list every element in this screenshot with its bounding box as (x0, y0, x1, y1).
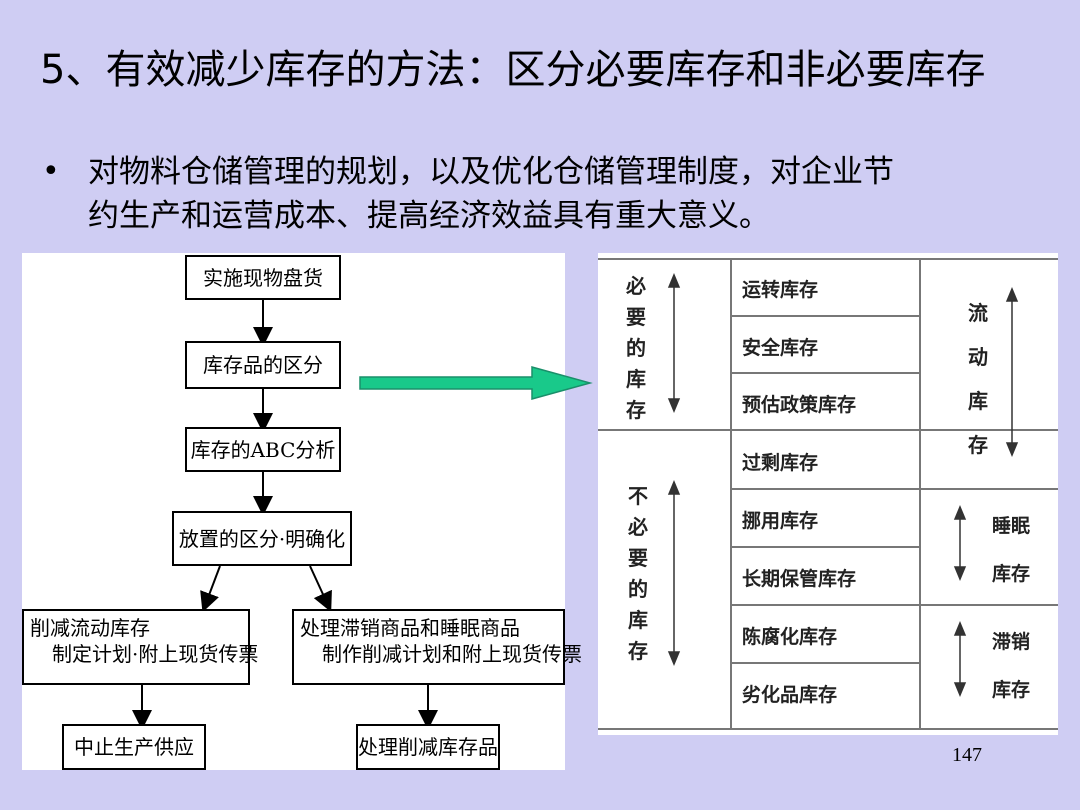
page-number: 147 (952, 744, 982, 766)
flow-end-process-reduction: 处理削减库存品 (356, 724, 500, 770)
bullet-paragraph: 对物料仓储管理的规划，以及优化仓储管理制度，对企业节 约生产和运营成本、提高经济… (88, 150, 1048, 238)
flow-end-stop-supply: 中止生产供应 (62, 724, 206, 770)
flowchart-connectors (132, 300, 438, 730)
necessary-char: 的 (626, 336, 646, 360)
slow-moving-label-2: 库存 (992, 679, 1031, 701)
flowchart-panel: 实施现物盘货 库存品的区分 库存的ABC分析 放置的区分·明确化 削减流动库存 … (22, 253, 582, 770)
branch-right-line-1: 处理滞销商品和睡眠商品 (300, 616, 520, 640)
unnecessary-char: 不 (628, 484, 648, 508)
row-degraded-inventory: 劣化品库存 (742, 684, 838, 706)
row-excess-inventory: 过剩库存 (742, 452, 819, 474)
flow-branch-handle-slow: 处理滞销商品和睡眠商品 制作削减计划和附上现货传票 (292, 609, 582, 685)
bullet-line-1: 对物料仓储管理的规划，以及优化仓储管理制度，对企业节 (88, 154, 894, 190)
row-forecast-policy-inventory: 预估政策库存 (742, 394, 857, 416)
unnecessary-char: 存 (628, 639, 648, 663)
flow-step-placement: 放置的区分·明确化 (172, 511, 352, 566)
necessary-char: 要 (626, 305, 646, 329)
inventory-classification-table: 必 要 的 库 存 不 必 要 的 库 存 运转库存 安全库存 预估政策库存 过… (598, 253, 1058, 735)
dormant-label-1: 睡眠 (992, 515, 1031, 537)
row-long-term-storage: 长期保管库存 (742, 568, 857, 590)
necessary-inventory-label: 必 要 的 库 存 (626, 271, 646, 426)
connector-4-right (309, 565, 332, 613)
row-safety-inventory: 安全库存 (742, 337, 819, 359)
flow-char: 动 (968, 345, 988, 369)
green-arrow-icon (359, 366, 593, 400)
necessary-char: 必 (626, 274, 646, 298)
bullet-dot: • (42, 154, 60, 189)
dormant-label-2: 库存 (992, 563, 1031, 585)
unnecessary-char: 要 (628, 546, 648, 570)
unnecessary-inventory-label: 不 必 要 的 库 存 (628, 481, 648, 667)
flow-char: 流 (968, 301, 988, 325)
flow-inventory-label: 流 动 库 存 (968, 291, 988, 467)
unnecessary-char: 库 (628, 608, 648, 632)
slow-moving-label-1: 滞销 (992, 631, 1031, 653)
row-operating-inventory: 运转库存 (742, 279, 819, 301)
table-lines (598, 258, 1058, 730)
row-obsolete-inventory: 陈腐化库存 (742, 626, 838, 648)
flow-step-classify: 库存品的区分 (185, 341, 341, 389)
unnecessary-char: 必 (628, 515, 648, 539)
bullet-line-2: 约生产和运营成本、提高经济效益具有重大意义。 (88, 198, 770, 234)
row-misappropriated-inventory: 挪用库存 (742, 510, 819, 532)
flow-char: 存 (968, 433, 988, 457)
connector-4-left (200, 565, 221, 613)
flow-step-inventory-count: 实施现物盘货 (185, 255, 341, 300)
necessary-char: 库 (626, 367, 646, 391)
branch-left-line-1: 削减流动库存 (30, 616, 150, 640)
slide-title: 5、有效减少库存的方法：区分必要库存和非必要库存 (40, 47, 986, 93)
flow-step-abc-analysis: 库存的ABC分析 (185, 427, 341, 472)
flow-branch-reduce-flow: 削减流动库存 制定计划·附上现货传票 (22, 609, 259, 685)
unnecessary-char: 的 (628, 577, 648, 601)
flow-char: 库 (968, 389, 988, 413)
branch-left-line-2: 制定计划·附上现货传票 (52, 642, 259, 666)
branch-right-line-2: 制作削减计划和附上现货传票 (322, 642, 582, 666)
necessary-char: 存 (626, 398, 646, 422)
